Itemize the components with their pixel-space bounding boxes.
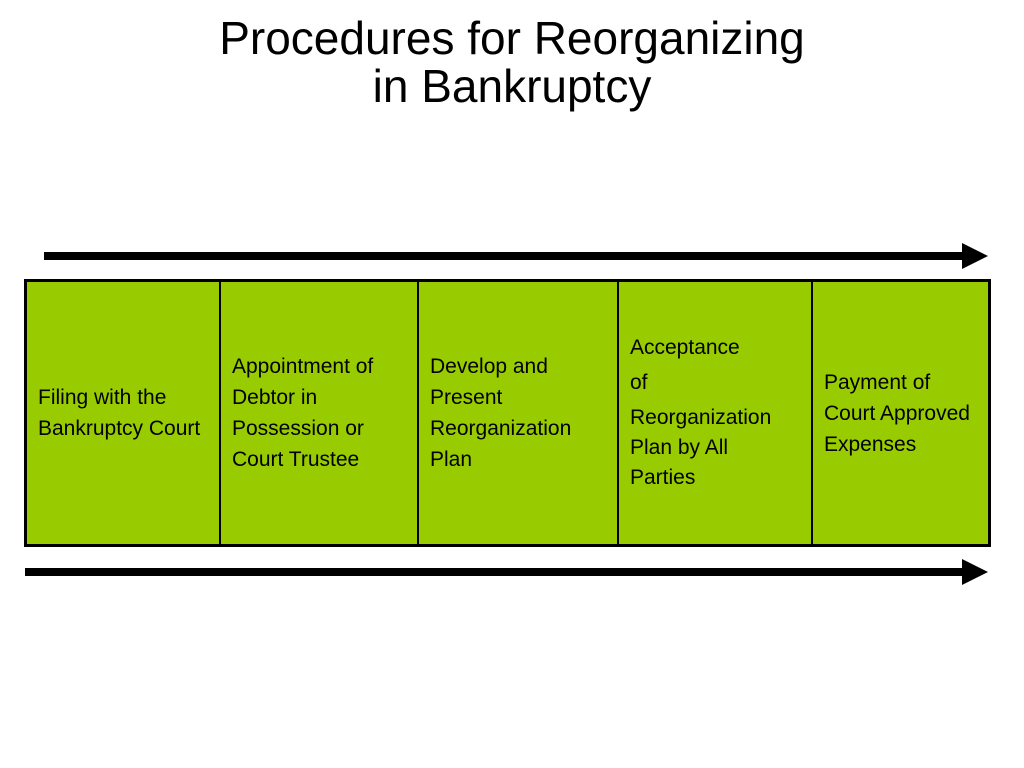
step-acceptance-line: Reorganization xyxy=(630,406,772,429)
step-appointment: Appointment of Debtor in Possession or C… xyxy=(221,282,419,544)
step-payment: Payment of Court Approved Expenses xyxy=(813,282,988,544)
top-arrow-head xyxy=(962,243,988,269)
slide-title: Procedures for Reorganizing in Bankruptc… xyxy=(0,14,1024,110)
step-payment-label: Payment of Court Approved Expenses xyxy=(824,370,970,456)
bottom-arrow-head xyxy=(962,559,988,585)
step-acceptance-line: of xyxy=(630,371,648,394)
step-acceptance-line: Parties xyxy=(630,466,696,489)
slide-title-line-2: in Bankruptcy xyxy=(372,60,652,112)
step-filing: Filing with the Bankruptcy Court xyxy=(27,282,221,544)
step-acceptance-label: Acceptance of Reorganization Plan by All… xyxy=(630,333,771,493)
process-steps: Filing with the Bankruptcy Court Appoint… xyxy=(24,279,991,547)
top-arrow xyxy=(44,243,988,269)
step-develop-plan-label: Develop and Present Reorganization Plan xyxy=(430,355,572,471)
step-acceptance-line: Plan by All xyxy=(630,436,729,459)
bottom-arrow xyxy=(25,559,988,585)
slide-title-line-1: Procedures for Reorganizing xyxy=(219,12,805,64)
step-develop-plan: Develop and Present Reorganization Plan xyxy=(419,282,619,544)
step-acceptance-line: Acceptance xyxy=(630,336,740,359)
step-filing-label: Filing with the Bankruptcy Court xyxy=(38,386,201,440)
step-acceptance: Acceptance of Reorganization Plan by All… xyxy=(619,282,813,544)
step-appointment-label: Appointment of Debtor in Possession or C… xyxy=(232,355,374,471)
